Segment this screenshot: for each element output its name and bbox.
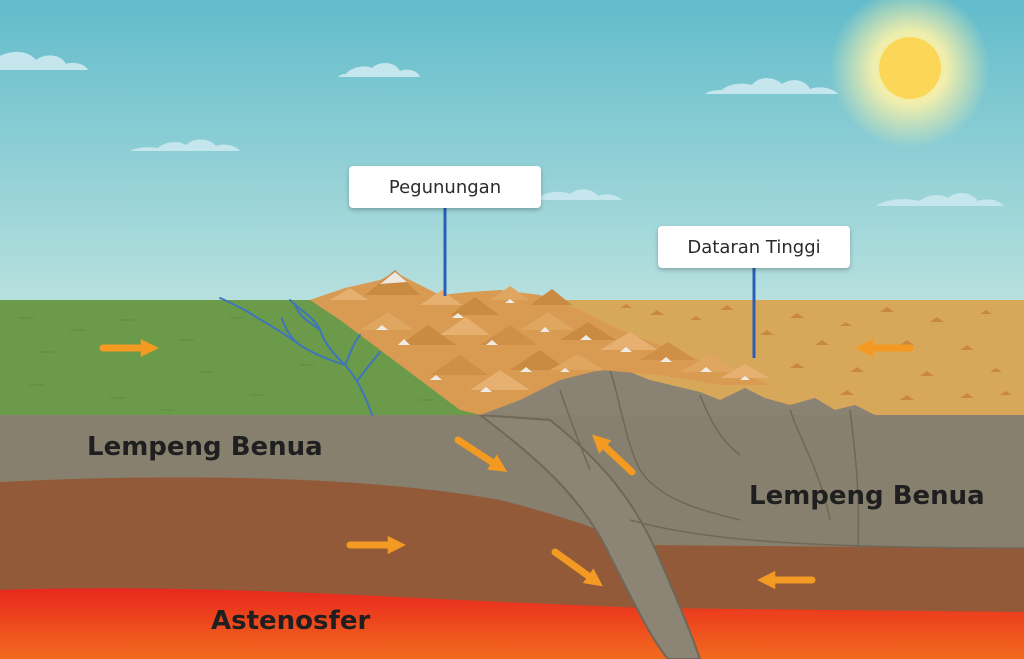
mountain-range xyxy=(310,270,770,415)
plateau-hills xyxy=(620,304,1012,400)
cloud-icon xyxy=(130,139,240,151)
cloud-icon xyxy=(876,192,1004,206)
sun-icon xyxy=(879,37,941,99)
mountains-callout: Pegunungan xyxy=(349,166,541,208)
plateau-callout: Dataran Tinggi xyxy=(658,226,850,268)
cloud-icon xyxy=(705,78,838,94)
mountain-base xyxy=(480,368,875,415)
cloud-icon xyxy=(0,51,88,70)
mountains-label: Pegunungan xyxy=(388,176,502,198)
arrow-icon xyxy=(592,434,636,476)
river-network xyxy=(219,297,381,416)
cloud-icon xyxy=(530,189,622,200)
plateau-label: Dataran Tinggi xyxy=(687,236,821,258)
arrow-icon xyxy=(454,436,508,472)
subducting-slab xyxy=(476,413,702,659)
right-plate-label: Lempeng Benua xyxy=(749,481,985,511)
asthenosphere xyxy=(0,588,1024,659)
cloud-icon xyxy=(338,62,420,77)
grass-texture xyxy=(20,317,434,411)
asthenosphere-label: Astenosfer xyxy=(211,606,371,636)
clouds xyxy=(0,51,1004,206)
crust-fractures xyxy=(559,369,860,551)
arrow-icon xyxy=(551,548,603,587)
left-plate-label: Lempeng Benua xyxy=(87,432,323,462)
motion-arrows xyxy=(99,338,914,590)
